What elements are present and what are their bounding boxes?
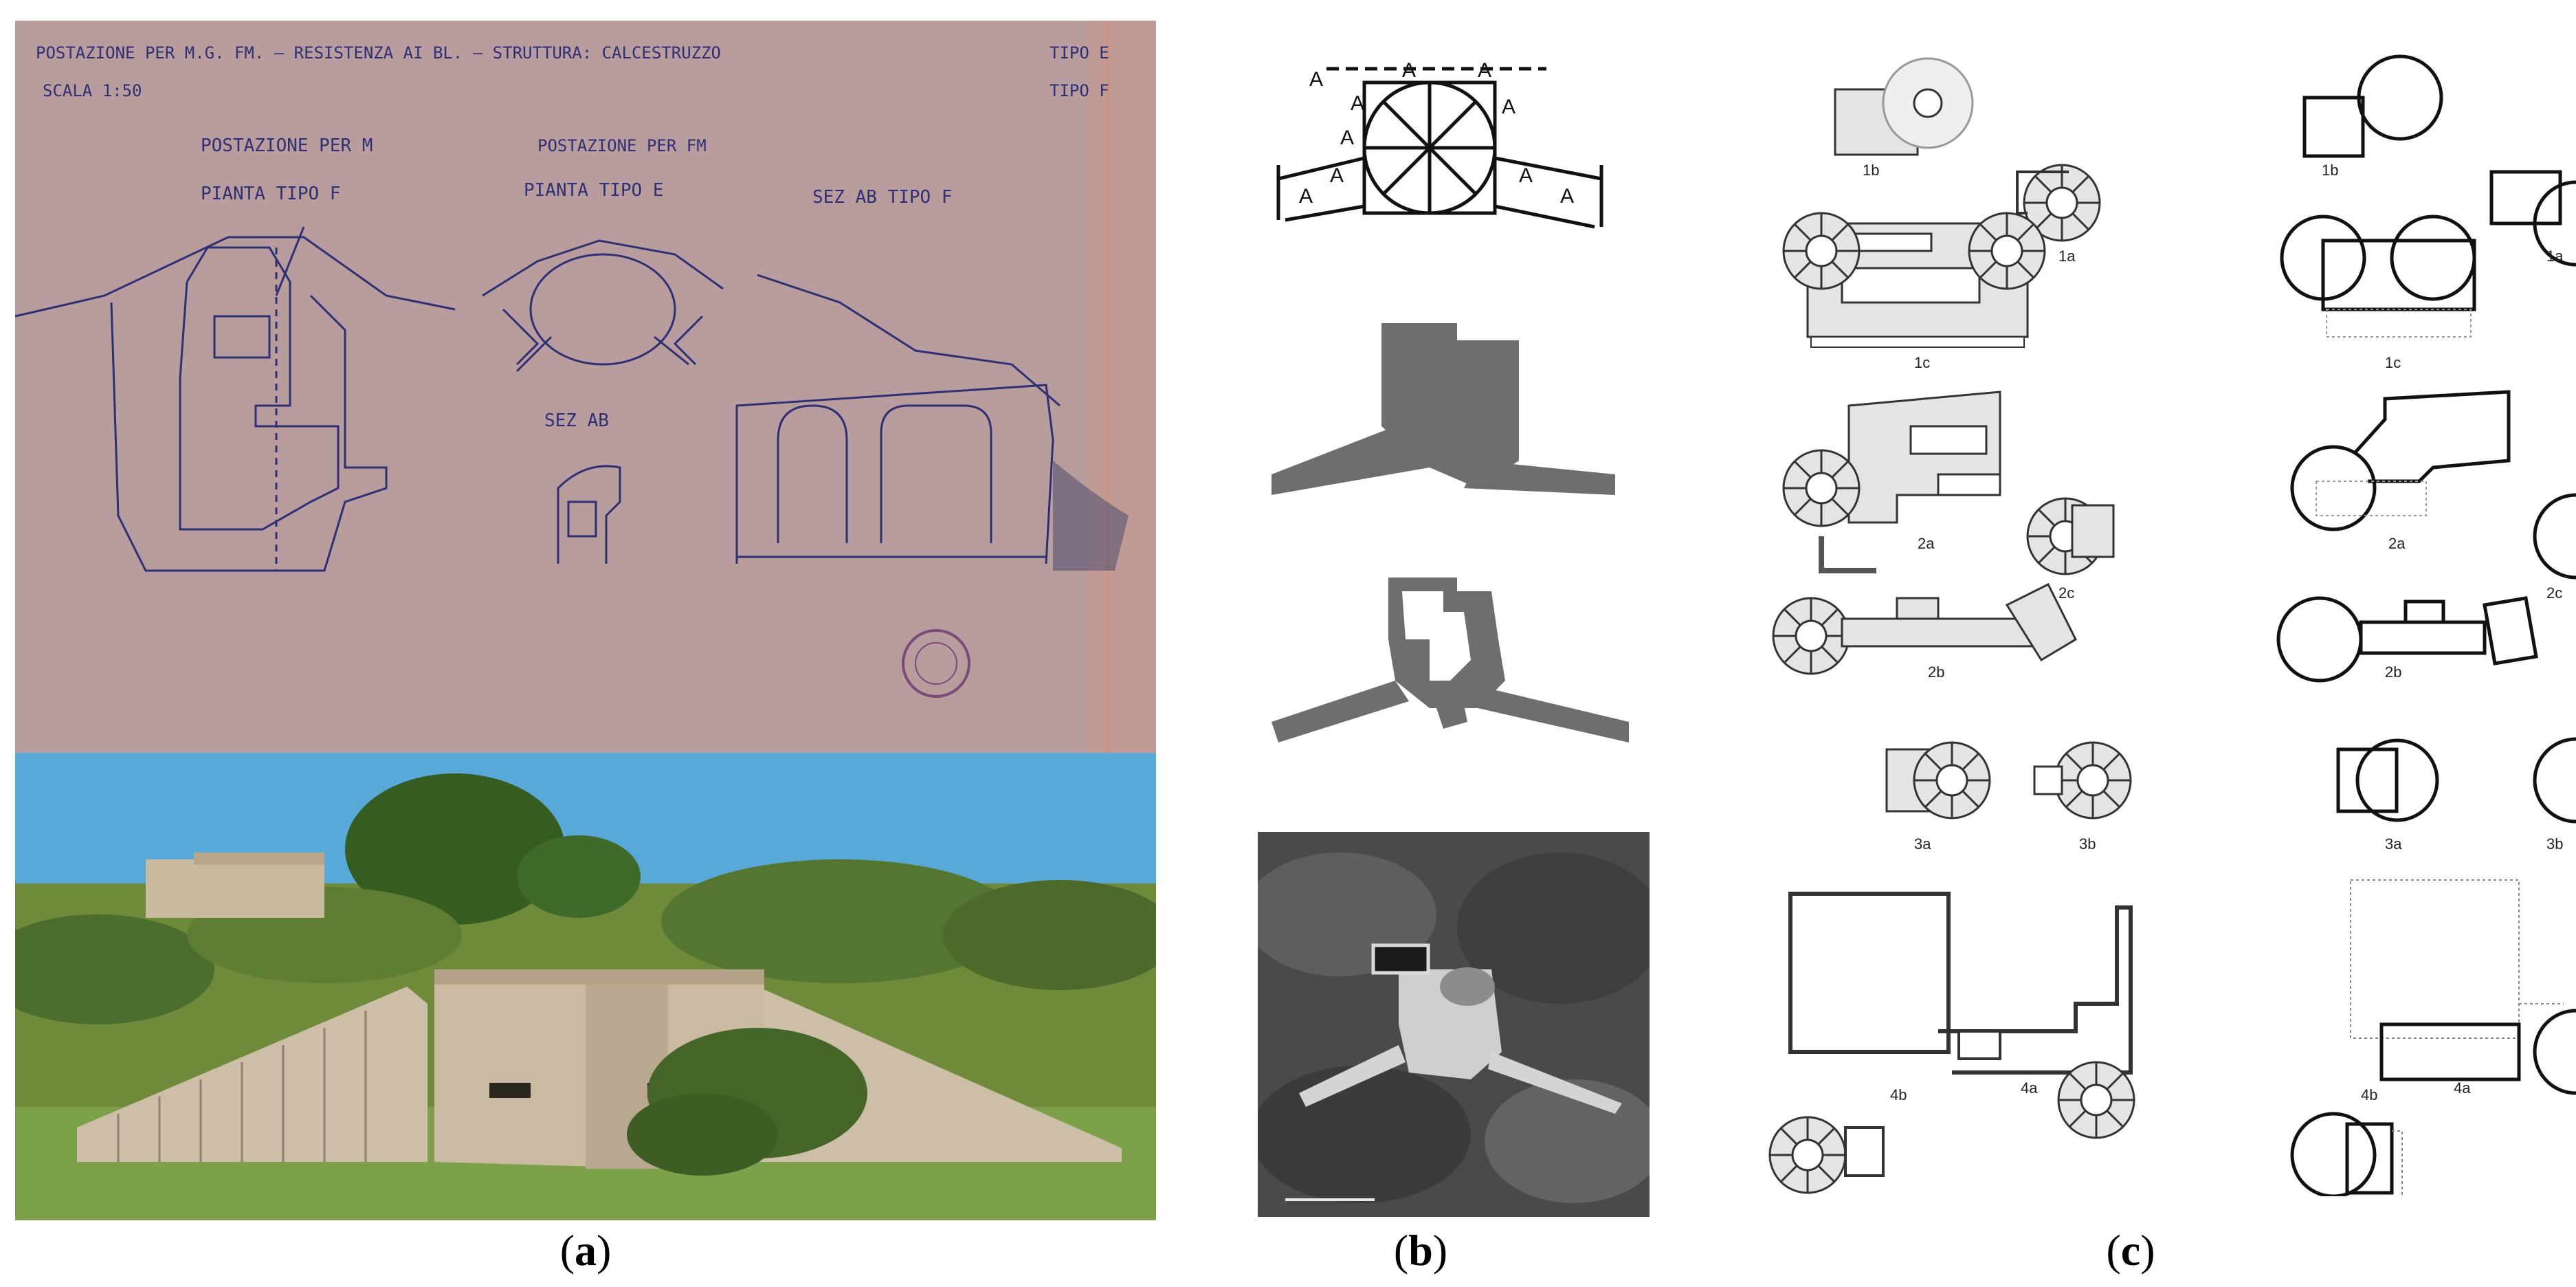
label-3b-abstract: 3b	[2546, 835, 2563, 852]
sub-label-2b: PIANTA TIPO E	[524, 180, 664, 201]
panel-a-figure: POSTAZIONE PER M.G. FM. – RESISTENZA AI …	[15, 21, 1156, 1220]
label-1b-abstract: 1b	[2322, 162, 2338, 179]
rubble-hatching	[1053, 461, 1129, 571]
drawing-scale: SCALA 1:50	[43, 81, 142, 100]
label-2a-abstract: 2a	[2388, 535, 2406, 552]
svg-text:A: A	[1478, 59, 1491, 82]
drawing-type-e: TIPO E	[1050, 43, 1109, 63]
label-4b-abstract: 4b	[2361, 1086, 2377, 1103]
svg-text:A: A	[1309, 68, 1323, 91]
loophole	[489, 1083, 531, 1098]
label-4a: 4a	[2021, 1079, 2038, 1097]
svg-text:A: A	[1340, 126, 1354, 149]
plan-type-e	[482, 239, 724, 373]
label-1a-abstract: 1a	[2546, 248, 2564, 265]
caption-a: (a)	[559, 1226, 612, 1275]
archive-stamp	[902, 629, 970, 698]
panel-c: 1b 1a 1c 2a 2c 2b 3a 3b 4a 4b 1b 1a 1c 2…	[1746, 41, 2576, 1196]
bunker-left-wing	[77, 987, 428, 1162]
sub-label-4: SEZ AB	[544, 410, 609, 431]
panel-a: POSTAZIONE PER M.G. FM. – RESISTENZA AI …	[15, 21, 1156, 1220]
sub-label-2a: POSTAZIONE PER FM	[537, 136, 707, 155]
label-2c-abstract: 2c	[2546, 584, 2562, 602]
svg-text:A: A	[1351, 92, 1364, 115]
section-detail	[557, 465, 621, 564]
label-4b: 4b	[1890, 1086, 1907, 1103]
geometric-sketch	[1276, 67, 1603, 229]
caption-b: (b)	[1393, 1226, 1448, 1275]
plan-type-f	[15, 226, 456, 572]
outline-plan-silhouette	[1272, 578, 1629, 742]
label-1b: 1b	[1863, 162, 1879, 179]
label-2a: 2a	[1918, 535, 1935, 552]
svg-text:A: A	[1560, 185, 1574, 208]
drawing-type-f: TIPO F	[1050, 81, 1109, 100]
svg-text:A: A	[1502, 96, 1515, 118]
label-1c: 1c	[1914, 354, 1930, 371]
sub-label-3: SEZ AB TIPO F	[812, 187, 953, 208]
panel-c-figure: 1b 1a 1c 2a 2c 2b 3a 3b 4a 4b 1b 1a 1c 2…	[1768, 54, 2576, 1196]
svg-text:A: A	[1402, 59, 1416, 82]
label-1c-abstract: 1c	[2385, 354, 2401, 371]
svg-text:A: A	[1330, 164, 1344, 187]
label-3a: 3a	[1914, 835, 1931, 852]
solid-plan-silhouette	[1272, 323, 1615, 495]
label-3a-abstract: 3a	[2385, 835, 2402, 852]
label-2b: 2b	[1928, 663, 1944, 681]
label-3b: 3b	[2079, 835, 2096, 852]
sub-label-1a: POSTAZIONE PER M	[201, 135, 373, 156]
drawing-title: POSTAZIONE PER M.G. FM. – RESISTENZA AI …	[36, 43, 721, 63]
archival-drawing-sheet	[15, 21, 1156, 753]
label-4a-abstract: 4a	[2454, 1079, 2471, 1097]
label-2c: 2c	[2058, 584, 2074, 602]
label-1a: 1a	[2058, 248, 2076, 265]
svg-text:A: A	[1299, 185, 1313, 208]
svg-text:A: A	[1519, 164, 1533, 187]
detailed-plans	[1768, 57, 2135, 1194]
label-2b-abstract: 2b	[2385, 663, 2401, 681]
section-ab-type-f	[735, 274, 1061, 564]
geometric-abstractions	[2276, 54, 2576, 1196]
caption-c: (c)	[2106, 1226, 2155, 1275]
sub-label-1b: PIANTA TIPO F	[201, 184, 341, 204]
